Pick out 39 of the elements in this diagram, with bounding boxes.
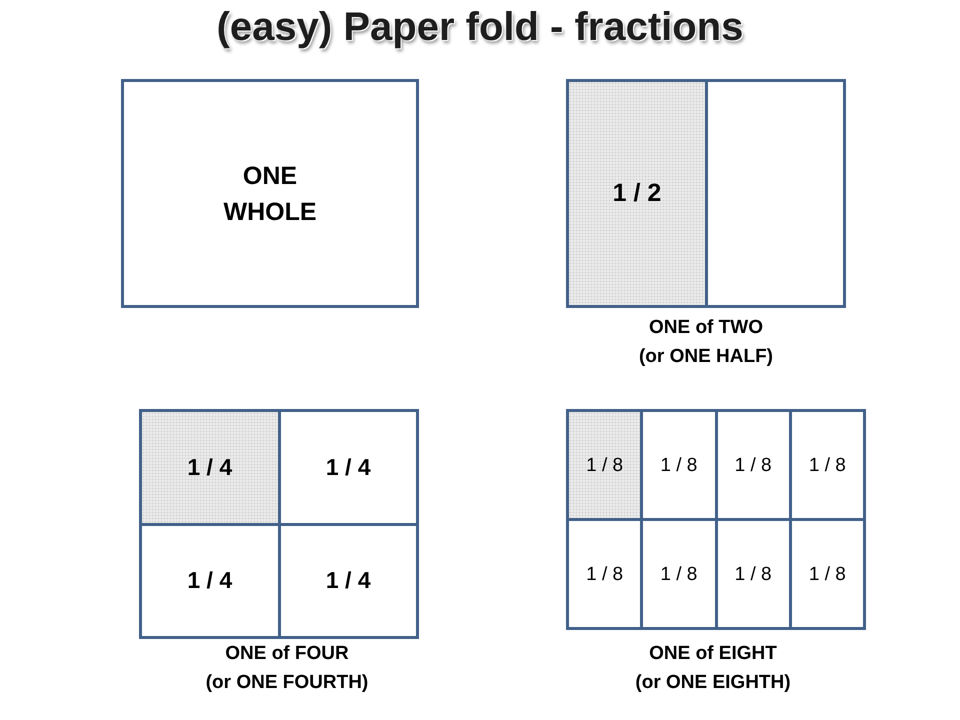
whole-label: ONE WHOLE	[223, 160, 317, 228]
fraction-label: 1 / 4	[187, 456, 232, 479]
folded-paper	[566, 79, 846, 308]
fraction-label: 1 / 8	[660, 456, 698, 474]
fraction-label: 1 / 2	[612, 181, 662, 206]
fraction-label: 1 / 8	[734, 456, 772, 474]
fraction-label: 1 / 8	[660, 564, 698, 584]
caption-text: (or ONE FOURTH)	[206, 671, 368, 695]
caption-text: (or ONE HALF)	[638, 345, 774, 369]
paper-rectangle	[121, 79, 419, 308]
paper-section	[718, 521, 789, 627]
fraction-label: 1 / 8	[808, 456, 846, 474]
shaded-paper-section	[142, 412, 278, 522]
fraction-label: 1 / 8	[586, 564, 624, 584]
fraction-label: 1 / 4	[187, 569, 232, 592]
paper-section	[708, 82, 843, 305]
fraction-label: 1 / 4	[326, 569, 371, 592]
fraction-label: 1 / 8	[586, 456, 624, 474]
caption-text: ONE of TWO	[649, 316, 763, 340]
paper-section	[643, 521, 714, 627]
title-text: (easy) Paper fold - fractions	[216, 4, 744, 50]
folded-paper	[566, 409, 866, 630]
caption-text: ONE of FOUR	[225, 642, 349, 666]
fraction-label: 1 / 8	[734, 564, 772, 584]
paper-section	[142, 526, 278, 636]
folded-paper	[139, 409, 419, 639]
fraction-label: 1 / 4	[326, 456, 371, 479]
caption-text: (or ONE EIGHTH)	[635, 671, 791, 695]
paper-section	[792, 412, 863, 518]
paper-section	[643, 412, 714, 518]
paper-section	[280, 526, 416, 636]
shaded-paper-section	[569, 82, 705, 305]
paper-section	[792, 521, 863, 627]
fraction-label: 1 / 8	[808, 564, 846, 584]
paper-section	[718, 412, 789, 518]
paper-section	[280, 412, 416, 522]
caption-text: ONE of EIGHT	[649, 642, 777, 666]
paper-section	[569, 521, 640, 627]
shaded-paper-section	[569, 412, 640, 518]
